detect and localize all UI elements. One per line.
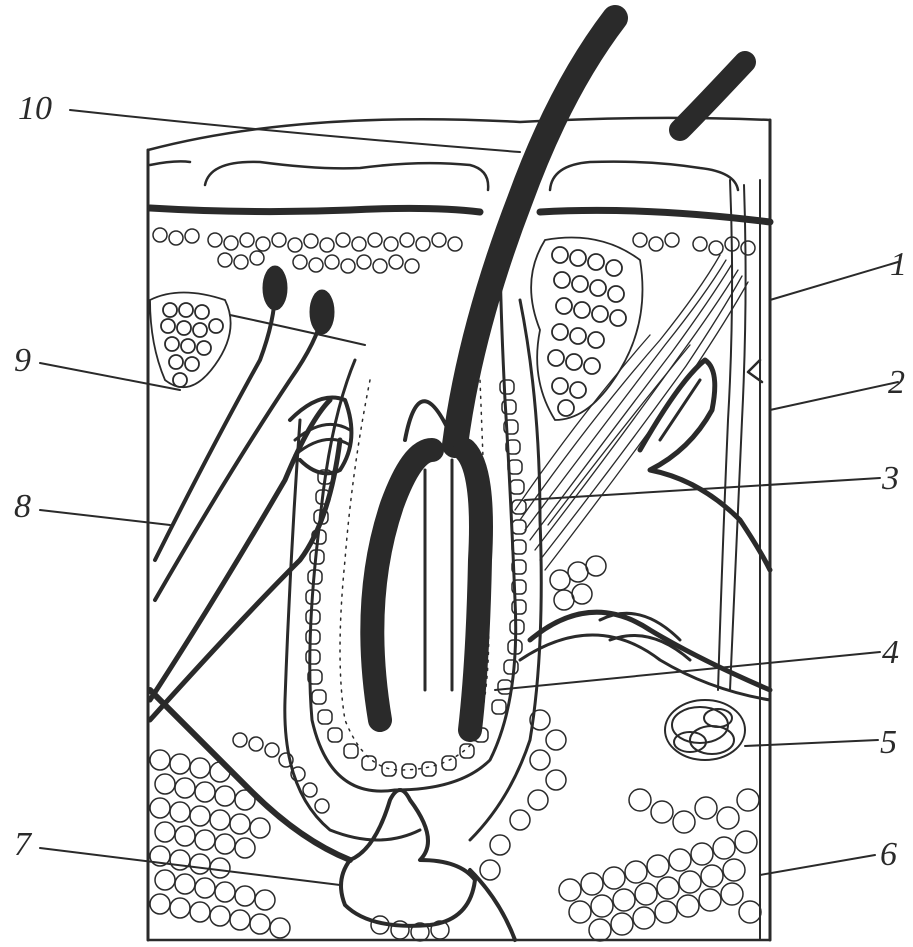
fat-tissue bbox=[150, 556, 761, 941]
label-2: 2 bbox=[888, 366, 905, 400]
label-5: 5 bbox=[880, 726, 897, 760]
sebaceous-gland-left bbox=[150, 293, 231, 388]
label-9: 9 bbox=[14, 344, 31, 378]
label-1: 1 bbox=[890, 248, 907, 282]
hair-papilla bbox=[341, 790, 475, 926]
label-4: 4 bbox=[882, 636, 899, 670]
label-10: 10 bbox=[18, 92, 52, 126]
epidermal-cells bbox=[153, 228, 755, 273]
label-6: 6 bbox=[880, 838, 897, 872]
tissue-block-outline bbox=[148, 118, 770, 940]
label-7: 7 bbox=[14, 828, 31, 862]
label-8: 8 bbox=[14, 490, 31, 524]
hair-shaft bbox=[372, 18, 615, 730]
epidermis bbox=[150, 161, 770, 222]
sebaceous-gland-right bbox=[531, 238, 642, 421]
label-3: 3 bbox=[882, 462, 899, 496]
